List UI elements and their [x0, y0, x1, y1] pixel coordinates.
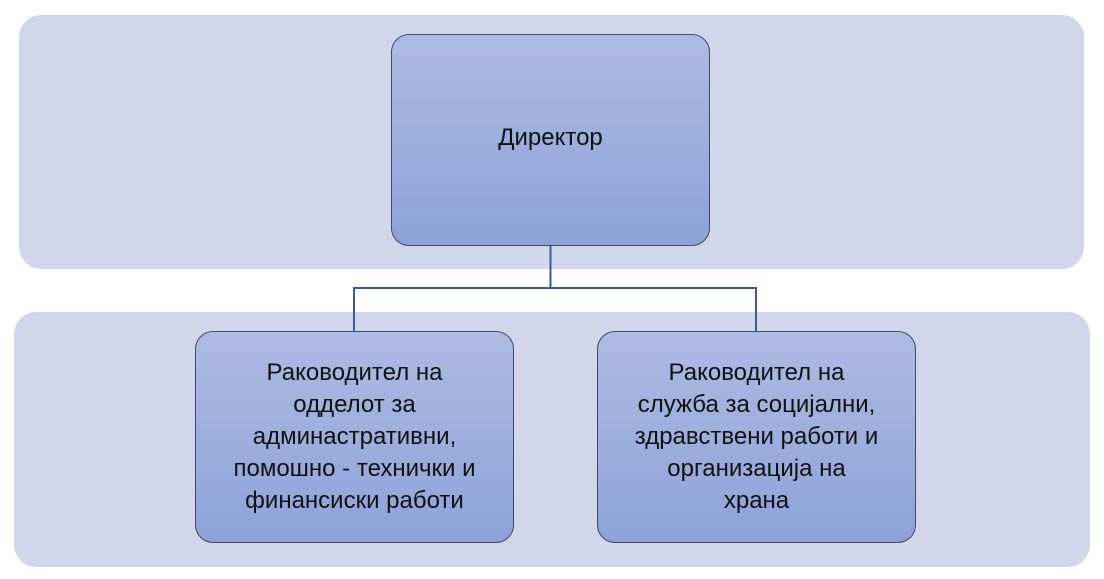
- social-services-head-node: Раководител на служба за социјални, здра…: [597, 331, 916, 543]
- director-node: Директор: [391, 34, 710, 246]
- admin-department-head-node: Раководител на одделот за админастративн…: [195, 331, 514, 543]
- social-services-head-label: Раководител на служба за социјални, здра…: [634, 359, 879, 514]
- director-node-label: Директор: [498, 124, 603, 151]
- admin-department-head-label: Раководител на одделот за админастративн…: [233, 359, 476, 514]
